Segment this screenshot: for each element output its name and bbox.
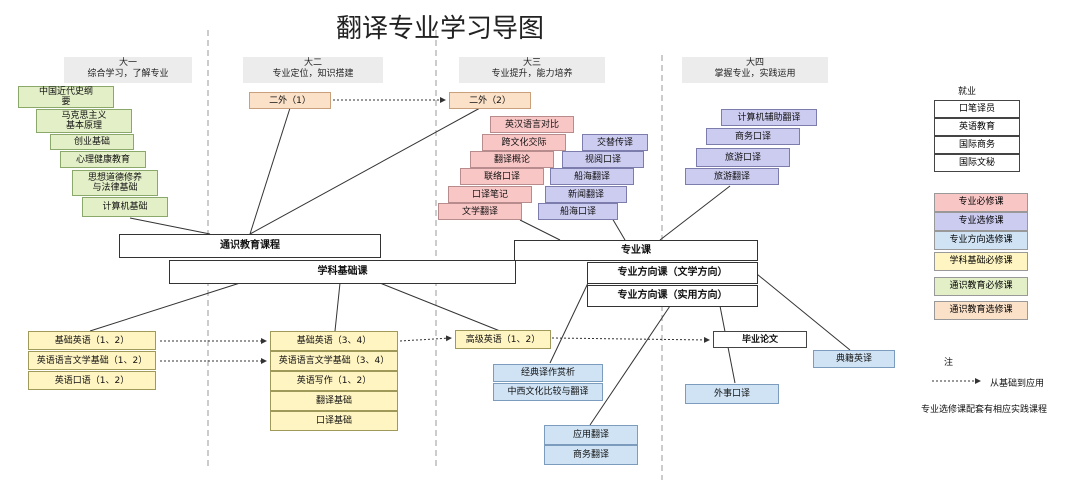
course-advanced-english: 高级英语（1、2） [455,330,551,349]
hub-major: 专业课 [514,240,758,261]
progression-arrow [399,335,452,342]
graduation-thesis: 毕业论文 [713,331,807,348]
year-header-2: 大二 专业定位，知识搭建 [243,57,383,83]
progression-arrow [551,336,710,343]
course-morality-law: 思想道德修养 与法律基础 [72,170,158,196]
course-business-translation: 商务翻译 [544,445,638,465]
course-english-lit-1-2: 英语语言文学基础（1、2） [28,351,156,370]
year-header-3: 大三 专业提升，能力培养 [459,57,605,83]
year-header-4: 大四 掌握专业，实践运用 [682,57,828,83]
year-name: 大四 [745,58,764,68]
course-maritime-interpreting: 船海口译 [538,203,618,220]
connector [334,282,341,332]
course-oral-english-1-2: 英语口语（1、2） [28,371,156,390]
year-desc: 掌握专业，实践运用 [714,69,796,79]
course-consecutive: 交替传译 [582,134,648,151]
course-second-foreign-2: 二外（2） [449,92,531,109]
year-name: 大二 [303,58,322,68]
course-tourism-translation: 旅游翻译 [685,168,779,185]
course-news-translation: 新闻翻译 [545,186,627,203]
connector [519,219,561,241]
legend-item: 专业必修课 [934,193,1028,212]
course-classic-appreciation: 经典译作赏析 [493,364,603,382]
year-name: 大一 [118,58,137,68]
course-intro-translation: 翻译概论 [470,151,554,168]
course-entrepreneurship: 创业基础 [50,134,134,150]
connector [249,107,291,235]
note-title: 注 [944,358,954,368]
employment-secretary: 国际文秘 [934,154,1020,172]
course-modern-history: 中国近代史纲 要 [18,86,114,108]
connector [379,282,501,332]
course-translation-basics: 翻译基础 [270,391,398,411]
connector [659,185,731,241]
course-marxism: 马克思主义 基本原理 [36,109,132,133]
employment-education: 英语教育 [934,118,1020,136]
year-desc: 综合学习，了解专业 [87,69,169,79]
hub-general-education: 通识教育课程 [119,234,381,258]
connector [249,107,481,235]
course-note-taking: 口译笔记 [448,186,532,203]
course-cat: 计算机辅助翻译 [721,109,817,126]
hub-discipline-basic: 学科基础课 [169,260,516,284]
course-intercultural: 跨文化交际 [482,134,566,151]
course-english-writing: 英语写作（1、2） [270,371,398,391]
year-header-1: 大一 综合学习，了解专业 [64,57,192,83]
course-english-lit-3-4: 英语语言文学基础（3、4） [270,351,398,371]
connector [129,217,211,235]
year-desc: 专业定位，知识搭建 [272,69,354,79]
course-sight-interpreting: 视阅口译 [562,151,644,168]
course-contrastive: 英汉语言对比 [490,116,574,133]
connector [89,282,241,332]
note-arrow-text: 从基础到应用 [990,379,1045,389]
course-interpreting-basics: 口译基础 [270,411,398,431]
employment-interpreter: 口笔译员 [934,100,1020,118]
hub-applied-direction: 专业方向课（实用方向） [587,285,758,307]
course-literary-translation: 文学翻译 [438,203,522,220]
employment-business: 国际商务 [934,136,1020,154]
course-business-interpreting: 商务口译 [706,128,800,145]
course-liaison-interpreting: 联络口译 [460,168,544,185]
connector [751,269,851,351]
legend-item: 专业方向选修课 [934,231,1028,250]
course-mental-health: 心理健康教育 [60,151,146,168]
connector [589,305,671,426]
course-second-foreign-1: 二外（1） [249,92,331,109]
course-basic-english-3-4: 基础英语（3、4） [270,331,398,351]
legend-item: 通识教育选修课 [934,301,1028,320]
course-applied-translation: 应用翻译 [544,425,638,445]
legend-item: 通识教育必修课 [934,277,1028,296]
course-culture-comparison: 中西文化比较与翻译 [493,383,603,401]
legend-item: 专业选修课 [934,212,1028,231]
course-tourism-interpreting: 旅游口译 [696,148,790,167]
course-computer-basics: 计算机基础 [82,197,168,217]
year-desc: 专业提升，能力培养 [491,69,573,79]
year-name: 大三 [522,58,541,68]
note-practice: 专业选修课配套有相应实践课程 [921,405,1048,415]
legend-item: 学科基础必修课 [934,252,1028,271]
hub-literary-direction: 专业方向课（文学方向） [587,262,758,284]
course-basic-english-1-2: 基础英语（1、2） [28,331,156,350]
employment-title: 就业 [958,87,977,97]
course-classics-translation: 典籍英译 [813,350,895,368]
connector [611,217,626,241]
course-foreign-affairs: 外事口译 [685,384,779,404]
course-maritime-translation: 船海翻译 [550,168,634,185]
page-title: 翻译专业学习导图 [335,14,544,44]
connector [549,282,589,364]
